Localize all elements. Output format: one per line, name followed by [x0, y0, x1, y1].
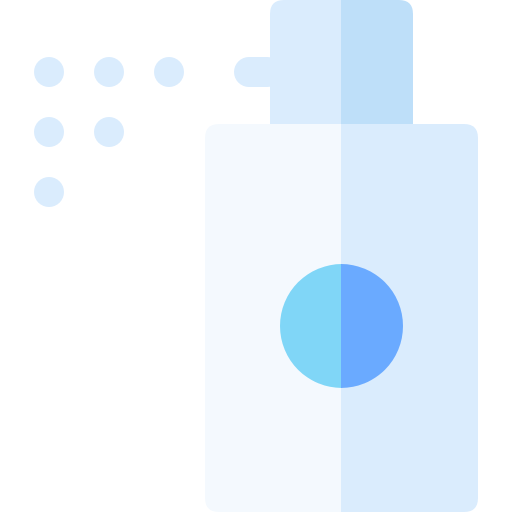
bottle-label: [280, 264, 403, 388]
bottle-cap: [270, 0, 413, 126]
mist-dot: [94, 117, 124, 147]
cap-left-half: [270, 0, 341, 126]
mist-dot: [34, 177, 64, 207]
cap-right-half: [341, 0, 413, 126]
mist-dot: [34, 117, 64, 147]
bottle-body: [205, 124, 478, 512]
body-right-half: [341, 124, 478, 512]
mist-dot: [34, 57, 64, 87]
label-left-half: [280, 264, 342, 388]
mist-dot: [94, 57, 124, 87]
spray-mist: [34, 57, 184, 207]
body-left-half: [205, 124, 341, 512]
label-right-half: [341, 264, 403, 388]
mist-dot: [154, 57, 184, 87]
